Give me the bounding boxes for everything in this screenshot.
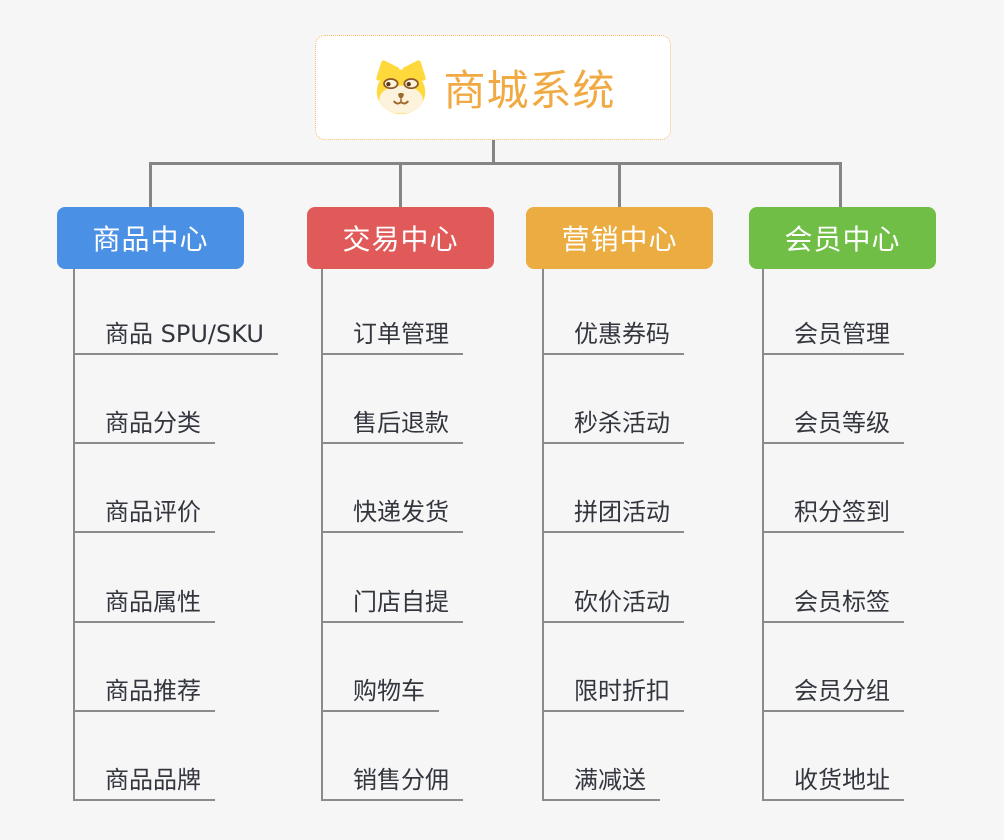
branch-header-label: 交易中心: [342, 223, 459, 256]
leaf-item[interactable]: 拼团活动: [542, 495, 684, 533]
connector-drop-branch-1: [149, 162, 152, 207]
leaf-item-label: 商品属性: [105, 588, 201, 616]
leaf-item[interactable]: 优惠券码: [542, 317, 684, 355]
leaf-item[interactable]: 会员等级: [762, 406, 904, 444]
leaf-item-label: 商品 SPU/SKU: [105, 320, 264, 348]
leaf-item-label: 商品品牌: [105, 766, 201, 794]
branch-header-label: 商品中心: [92, 223, 209, 256]
leaf-item-label: 秒杀活动: [574, 409, 670, 437]
trunk-branch-1: [73, 268, 75, 801]
root-topic-label: 商城系统: [443, 66, 616, 115]
leaf-item[interactable]: 销售分佣: [321, 763, 463, 801]
root-topic[interactable]: 商城系统: [315, 35, 671, 140]
leaf-item-label: 快递发货: [353, 498, 449, 526]
leaf-item-label: 商品推荐: [105, 677, 201, 705]
leaf-item-label: 满减送: [574, 766, 646, 794]
leaf-item[interactable]: 收货地址: [762, 763, 904, 801]
leaf-item-label: 优惠券码: [574, 320, 670, 348]
connector-drop-branch-3: [618, 162, 621, 207]
leaf-item[interactable]: 商品推荐: [73, 674, 215, 712]
branch-header-label: 会员中心: [784, 223, 901, 256]
leaf-item[interactable]: 商品品牌: [73, 763, 215, 801]
leaf-item[interactable]: 快递发货: [321, 495, 463, 533]
branch-header-marketing[interactable]: 营销中心: [526, 207, 713, 269]
branch-header-trade[interactable]: 交易中心: [307, 207, 494, 269]
leaf-item-label: 收货地址: [794, 766, 890, 794]
leaf-item-label: 售后退款: [353, 409, 449, 437]
leaf-item-label: 拼团活动: [574, 498, 670, 526]
leaf-item[interactable]: 门店自提: [321, 585, 463, 623]
leaf-item-label: 砍价活动: [574, 588, 670, 616]
leaf-item-label: 会员分组: [794, 677, 890, 705]
connector-horizontal-bus: [149, 162, 842, 165]
connector-drop-branch-2: [399, 162, 402, 207]
leaf-item[interactable]: 订单管理: [321, 317, 463, 355]
leaf-item-label: 商品评价: [105, 498, 201, 526]
branch-header-label: 营销中心: [561, 223, 678, 256]
leaf-item[interactable]: 积分签到: [762, 495, 904, 533]
trunk-branch-3: [542, 268, 544, 801]
leaf-item[interactable]: 会员管理: [762, 317, 904, 355]
leaf-item[interactable]: 售后退款: [321, 406, 463, 444]
leaf-item-label: 门店自提: [353, 588, 449, 616]
connector-root-stem: [492, 139, 495, 163]
leaf-item-label: 会员标签: [794, 588, 890, 616]
leaf-item[interactable]: 商品评价: [73, 495, 215, 533]
connector-drop-branch-4: [839, 162, 842, 207]
leaf-item-label: 订单管理: [353, 320, 449, 348]
leaf-item-label: 积分签到: [794, 498, 890, 526]
leaf-item[interactable]: 商品分类: [73, 406, 215, 444]
leaf-item-label: 会员管理: [794, 320, 890, 348]
leaf-item[interactable]: 砍价活动: [542, 585, 684, 623]
leaf-item[interactable]: 秒杀活动: [542, 406, 684, 444]
leaf-item-label: 会员等级: [794, 409, 890, 437]
leaf-item-label: 销售分佣: [353, 766, 449, 794]
leaf-item-label: 限时折扣: [574, 677, 670, 705]
dog-face-icon: [376, 59, 427, 114]
leaf-item[interactable]: 会员标签: [762, 585, 904, 623]
branch-header-products[interactable]: 商品中心: [57, 207, 244, 269]
trunk-branch-4: [762, 268, 764, 801]
branch-header-members[interactable]: 会员中心: [749, 207, 936, 269]
leaf-item-label: 商品分类: [105, 409, 201, 437]
leaf-item[interactable]: 满减送: [542, 763, 660, 801]
trunk-branch-2: [321, 268, 323, 801]
leaf-item[interactable]: 商品 SPU/SKU: [73, 317, 278, 355]
leaf-item-label: 购物车: [353, 677, 425, 705]
leaf-item[interactable]: 商品属性: [73, 585, 215, 623]
leaf-item[interactable]: 限时折扣: [542, 674, 684, 712]
leaf-item[interactable]: 会员分组: [762, 674, 904, 712]
leaf-item[interactable]: 购物车: [321, 674, 439, 712]
